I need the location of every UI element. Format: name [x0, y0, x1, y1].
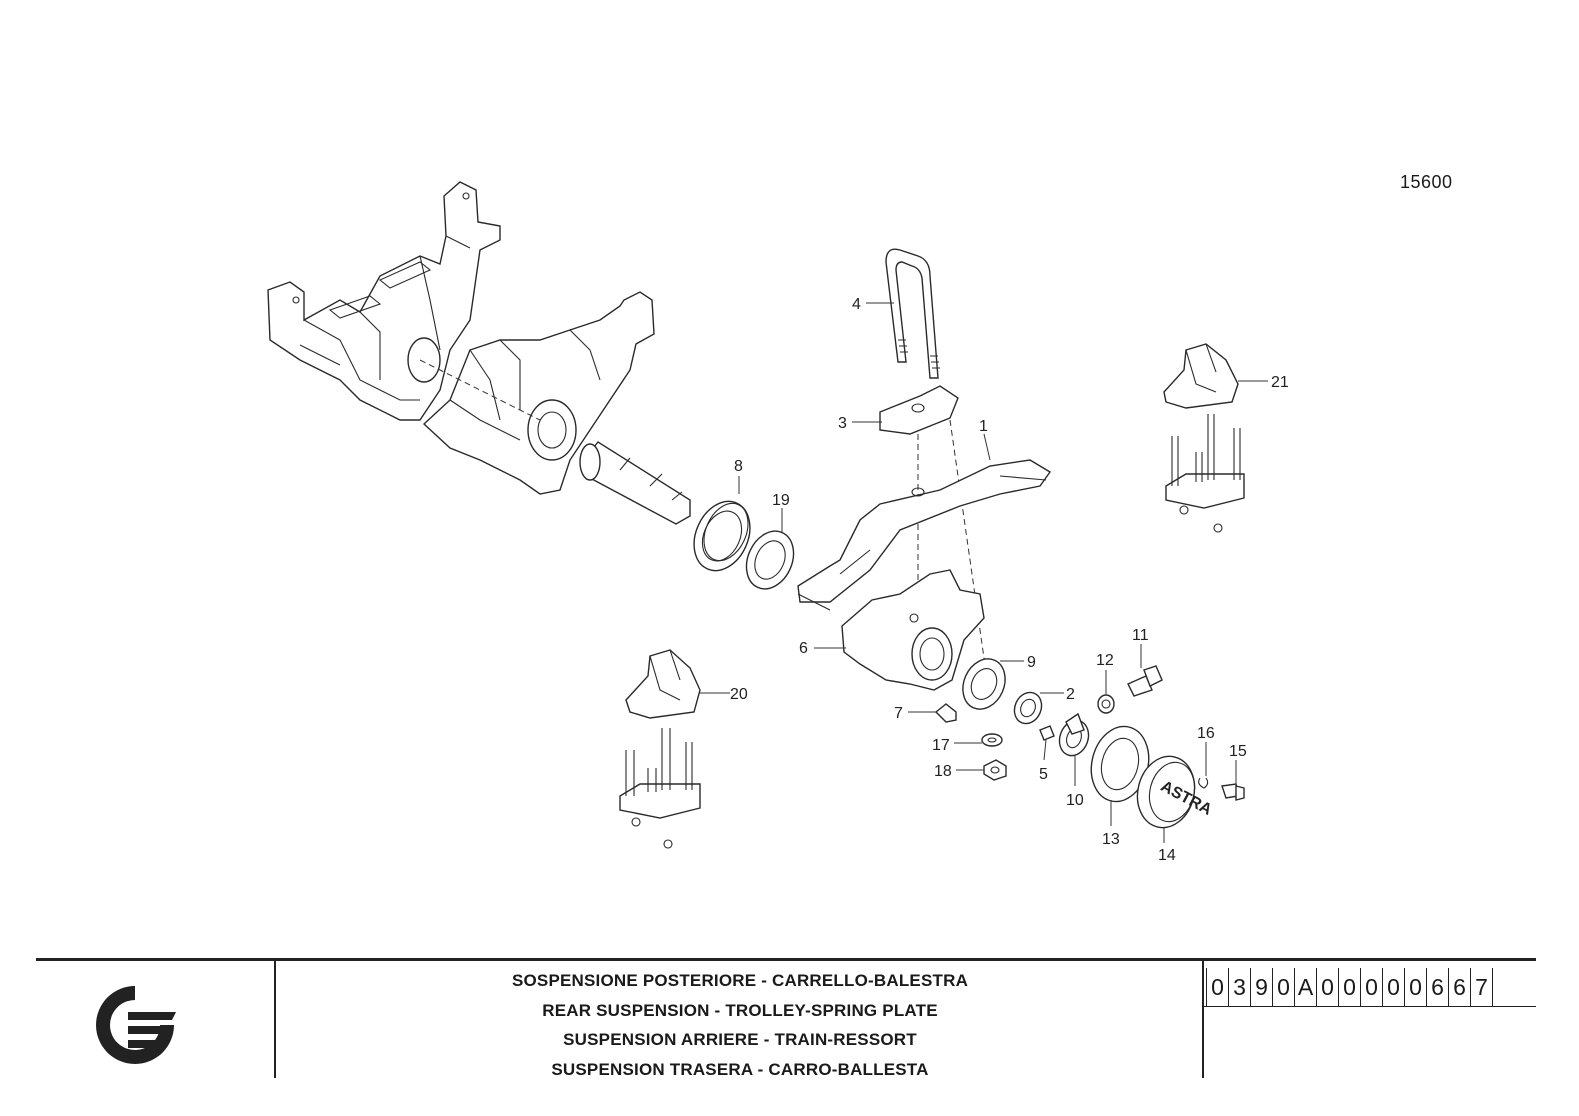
- part-code-boxes: 0 3 9 0 A 0 0 0 0 0 6 6 7: [1204, 968, 1536, 1007]
- code-char: 6: [1449, 968, 1471, 1006]
- code-char: 0: [1383, 968, 1405, 1006]
- title-block-divider-right: [1202, 960, 1204, 1078]
- washer-17: [981, 733, 1003, 747]
- title-french: SUSPENSION ARRIERE - TRAIN-RESSORT: [563, 1030, 917, 1049]
- washer-16: [1198, 777, 1209, 789]
- drawing-number: 15600: [1400, 172, 1453, 192]
- trunnion-housing-6: [841, 569, 985, 691]
- callout-9: 9: [1027, 654, 1036, 671]
- callout-1: 1: [979, 418, 988, 435]
- u-bolt-4: [885, 248, 940, 379]
- callout-7: 7: [894, 705, 903, 722]
- code-char: 0: [1361, 968, 1383, 1006]
- bolt-11: [1127, 665, 1163, 697]
- callout-3: 3: [838, 415, 847, 432]
- frame-bracket-left: [267, 181, 501, 421]
- washer-12: [1097, 694, 1115, 714]
- frame-bracket-middle: [419, 291, 655, 495]
- spring-saddle-3: [879, 385, 959, 435]
- title-english: REAR SUSPENSION - TROLLEY-SPRING PLATE: [542, 1000, 938, 1020]
- callout-14: 14: [1158, 847, 1176, 864]
- code-char: 9: [1251, 968, 1273, 1006]
- callout-11: 11: [1132, 627, 1149, 644]
- title-italian: SOSPENSIONE POSTERIORE - CARRELLO-BALEST…: [511, 971, 969, 990]
- nut-18: [983, 759, 1007, 781]
- callout-4: 4: [852, 296, 861, 313]
- code-char: 6: [1427, 968, 1449, 1006]
- callout-2: 2: [1066, 686, 1075, 703]
- callout-19: 19: [772, 492, 790, 509]
- code-char: 0: [1206, 968, 1229, 1006]
- seal-ring-8: [693, 500, 751, 572]
- leaf-spring-1: [797, 459, 1052, 611]
- callout-13: 13: [1102, 831, 1120, 848]
- plug-7: [934, 703, 957, 723]
- callout-20: 20: [730, 686, 748, 703]
- seal-ring-9: [962, 658, 1006, 710]
- callout-10: 10: [1066, 792, 1084, 809]
- code-char: 0: [1339, 968, 1361, 1006]
- lock-washer-10: [1058, 712, 1090, 757]
- callout-12: 12: [1096, 652, 1114, 669]
- company-logo-icon: [96, 986, 176, 1064]
- title-block-divider-left: [274, 960, 276, 1078]
- bump-stop-assembly-20: [619, 649, 701, 849]
- callout-21: 21: [1271, 374, 1289, 391]
- code-char: A: [1295, 968, 1317, 1006]
- callout-leaders: [700, 302, 1268, 843]
- bearing-2: [1013, 691, 1043, 725]
- callout-18: 18: [934, 763, 952, 780]
- callout-15: 15: [1229, 743, 1247, 760]
- callout-16: 16: [1197, 725, 1215, 742]
- bump-stop-assembly-21: [1163, 343, 1245, 533]
- code-char: 7: [1471, 968, 1493, 1006]
- code-char: 0: [1317, 968, 1339, 1006]
- bolt-15: [1221, 783, 1245, 801]
- callout-17: 17: [932, 737, 950, 754]
- bearing-19: [745, 530, 795, 590]
- axle-shaft: [579, 441, 691, 525]
- title-spanish: SUSPENSION TRASERA - CARRO-BALLESTA: [551, 1059, 929, 1079]
- code-char: 0: [1405, 968, 1427, 1006]
- code-char: 3: [1229, 968, 1251, 1006]
- title-lines: SOSPENSIONE POSTERIORE - CARRELLO-BALEST…: [278, 966, 1202, 1084]
- callout-8: 8: [734, 458, 743, 475]
- title-block-border: [36, 958, 1536, 961]
- title-block: SOSPENSIONE POSTERIORE - CARRELLO-BALEST…: [36, 958, 1536, 1079]
- callout-labels: 1 2 3 4 5 6 7 8 9 10 11 12 13 14 15 16 1…: [730, 296, 1289, 864]
- exploded-parts-diagram: ASTRA: [267, 181, 1289, 864]
- callout-5: 5: [1039, 766, 1048, 783]
- code-char: 0: [1273, 968, 1295, 1006]
- callout-6: 6: [799, 640, 808, 657]
- pin-5: [1039, 725, 1055, 741]
